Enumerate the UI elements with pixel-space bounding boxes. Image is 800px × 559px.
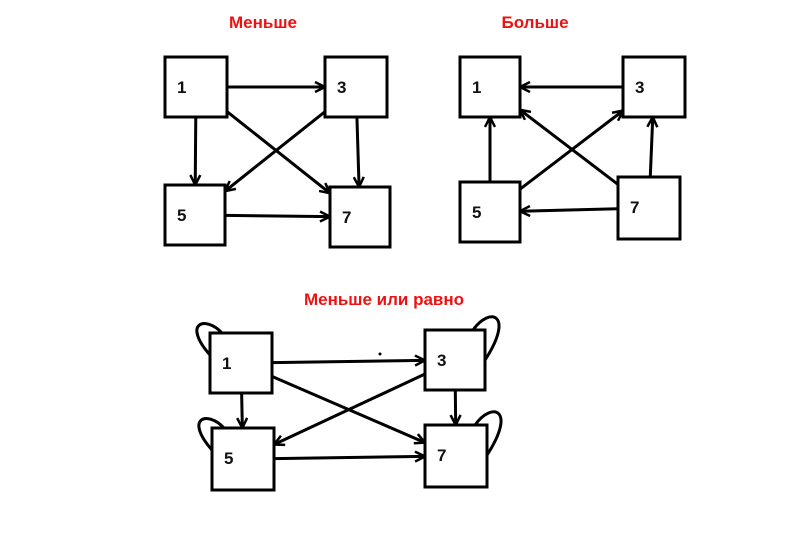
edge-less-or-equal-1-to-3 bbox=[270, 360, 427, 362]
edge-less-or-equal-1-to-5 bbox=[242, 391, 243, 430]
node-label: 7 bbox=[437, 446, 446, 465]
node-greater-7: 7 bbox=[616, 175, 682, 241]
diagram-title-less-or-equal: Меньше или равно bbox=[304, 290, 464, 309]
node-greater-5: 5 bbox=[458, 180, 522, 244]
self-loop-less-or-equal-5 bbox=[197, 417, 226, 451]
node-less-5: 5 bbox=[163, 183, 227, 247]
node-label: 3 bbox=[337, 78, 346, 97]
edge-greater-5-to-3 bbox=[518, 111, 623, 191]
node-label: 3 bbox=[437, 351, 446, 370]
node-box bbox=[423, 328, 487, 392]
node-label: 1 bbox=[177, 78, 186, 97]
self-loop-less-or-equal-7 bbox=[473, 410, 503, 456]
self-loop-less-or-equal-3 bbox=[471, 315, 501, 361]
node-box bbox=[328, 185, 392, 249]
diagram-title-greater: Больше bbox=[501, 13, 568, 32]
node-less-or-equal-1: 1 bbox=[208, 331, 274, 395]
edge-less-or-equal-3-to-5 bbox=[274, 372, 427, 445]
edge-greater-7-to-3 bbox=[650, 115, 652, 179]
node-label: 3 bbox=[635, 78, 644, 97]
edge-less-3-to-5 bbox=[225, 110, 327, 192]
node-box bbox=[423, 423, 489, 489]
node-box bbox=[458, 55, 522, 119]
diagram-title-less: Меньше bbox=[229, 13, 297, 32]
node-box bbox=[458, 180, 522, 244]
node-label: 5 bbox=[224, 449, 233, 468]
edge-less-1-to-5 bbox=[195, 115, 196, 187]
node-label: 5 bbox=[472, 203, 481, 222]
node-box bbox=[323, 55, 389, 119]
edge-greater-7-to-1 bbox=[520, 110, 620, 186]
edge-less-1-to-7 bbox=[225, 110, 330, 194]
node-box bbox=[163, 183, 227, 247]
node-greater-1: 1 bbox=[458, 55, 522, 119]
node-label: 7 bbox=[630, 198, 639, 217]
node-label: 5 bbox=[177, 206, 186, 225]
node-box bbox=[208, 331, 274, 395]
node-less-or-equal-7: 7 bbox=[423, 423, 489, 489]
node-greater-3: 3 bbox=[621, 55, 687, 119]
edge-greater-7-to-5 bbox=[518, 209, 620, 211]
node-box bbox=[616, 175, 682, 241]
self-loop-less-or-equal-1 bbox=[195, 322, 224, 356]
stray-dot bbox=[378, 352, 382, 356]
node-less-1: 1 bbox=[163, 55, 229, 119]
node-less-or-equal-3: 3 bbox=[423, 328, 487, 392]
node-less-or-equal-5: 5 bbox=[210, 426, 276, 492]
edge-less-3-to-7 bbox=[357, 115, 359, 189]
node-label: 7 bbox=[342, 208, 351, 227]
node-box bbox=[210, 426, 276, 492]
node-label: 1 bbox=[222, 354, 231, 373]
node-label: 1 bbox=[472, 78, 481, 97]
node-less-3: 3 bbox=[323, 55, 389, 119]
node-box bbox=[163, 55, 229, 119]
node-box bbox=[621, 55, 687, 119]
edge-less-or-equal-5-to-7 bbox=[272, 456, 427, 458]
node-less-7: 7 bbox=[328, 185, 392, 249]
edge-less-5-to-7 bbox=[223, 215, 332, 216]
